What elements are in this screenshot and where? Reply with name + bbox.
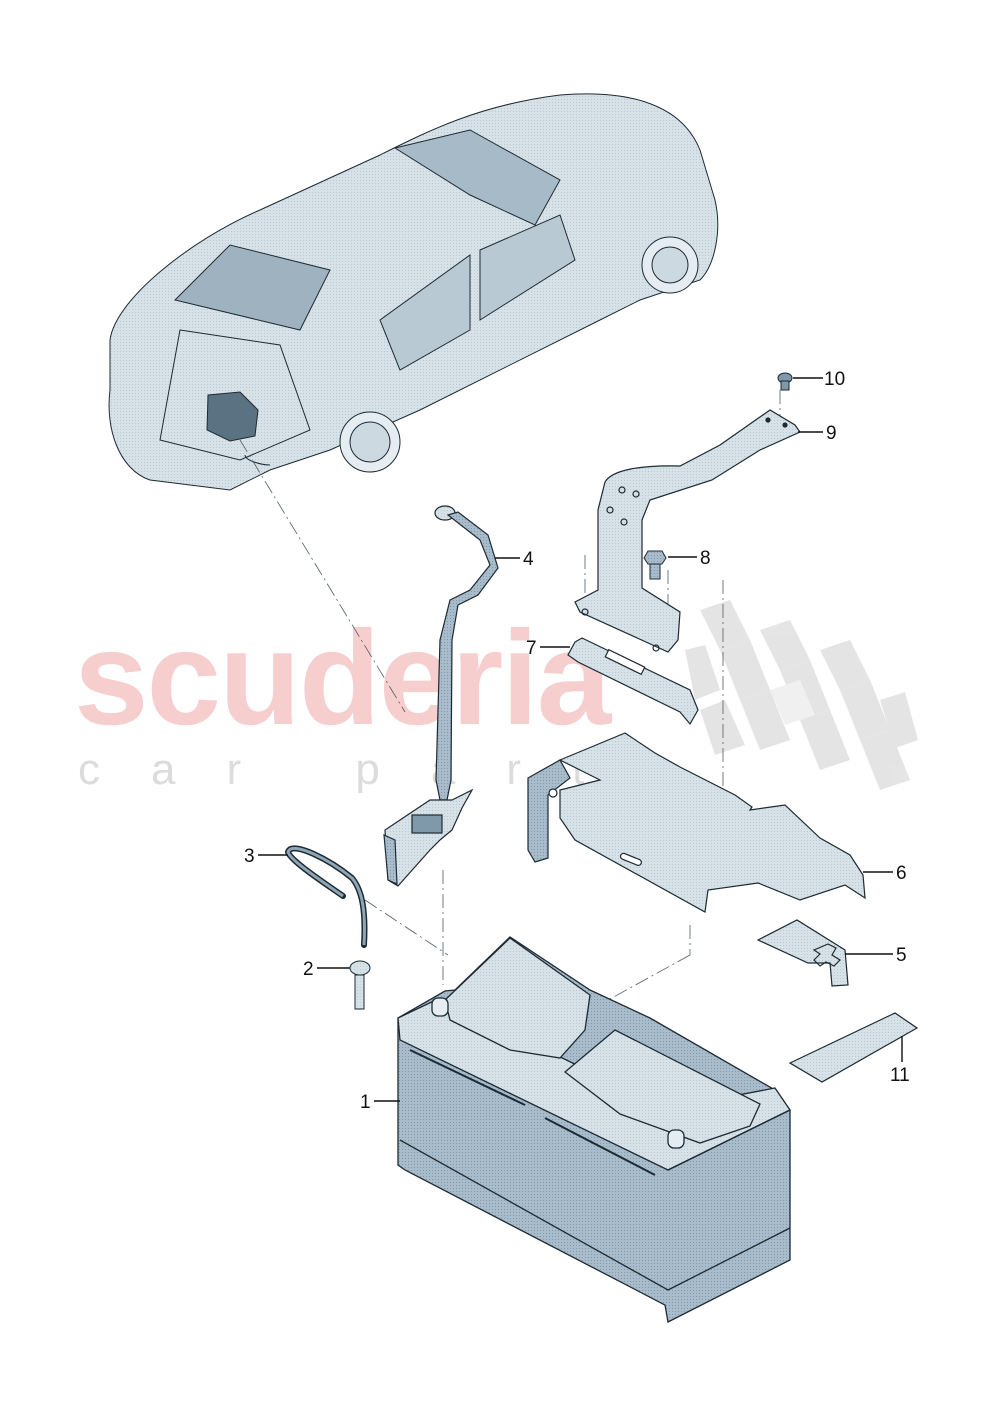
callout-5[interactable]: 5 <box>896 945 907 966</box>
checkered-flag-watermark <box>685 600 918 790</box>
car-locator-illustration <box>108 93 719 491</box>
part-8-hex-bolt <box>643 550 667 580</box>
callout-2[interactable]: 2 <box>303 959 314 980</box>
part-10-screw <box>777 372 793 391</box>
part-1-battery <box>397 936 791 1323</box>
part-5-terminal-cover <box>756 919 849 987</box>
callout-7[interactable]: 7 <box>526 638 537 659</box>
part-4-battery-cable <box>383 505 499 887</box>
leader-lines <box>258 377 903 1102</box>
callout-6[interactable]: 6 <box>896 863 907 884</box>
part-9-retaining-bracket <box>574 409 801 653</box>
callout-4[interactable]: 4 <box>523 549 534 570</box>
callout-9[interactable]: 9 <box>826 423 837 444</box>
callout-11[interactable]: 11 <box>890 1065 910 1086</box>
part-6-battery-cover-plate <box>527 732 866 913</box>
callout-1[interactable]: 1 <box>360 1092 371 1113</box>
watermark-scuderia: scuderia <box>74 604 611 753</box>
part-11-label-sticker <box>788 1012 919 1083</box>
battery-location-highlight <box>206 391 259 442</box>
part-2-vent-elbow <box>349 960 371 1010</box>
callout-8[interactable]: 8 <box>700 548 711 569</box>
part-7-clamp-plate <box>567 637 699 726</box>
callout-3[interactable]: 3 <box>244 846 255 867</box>
callout-10[interactable]: 10 <box>824 369 846 390</box>
